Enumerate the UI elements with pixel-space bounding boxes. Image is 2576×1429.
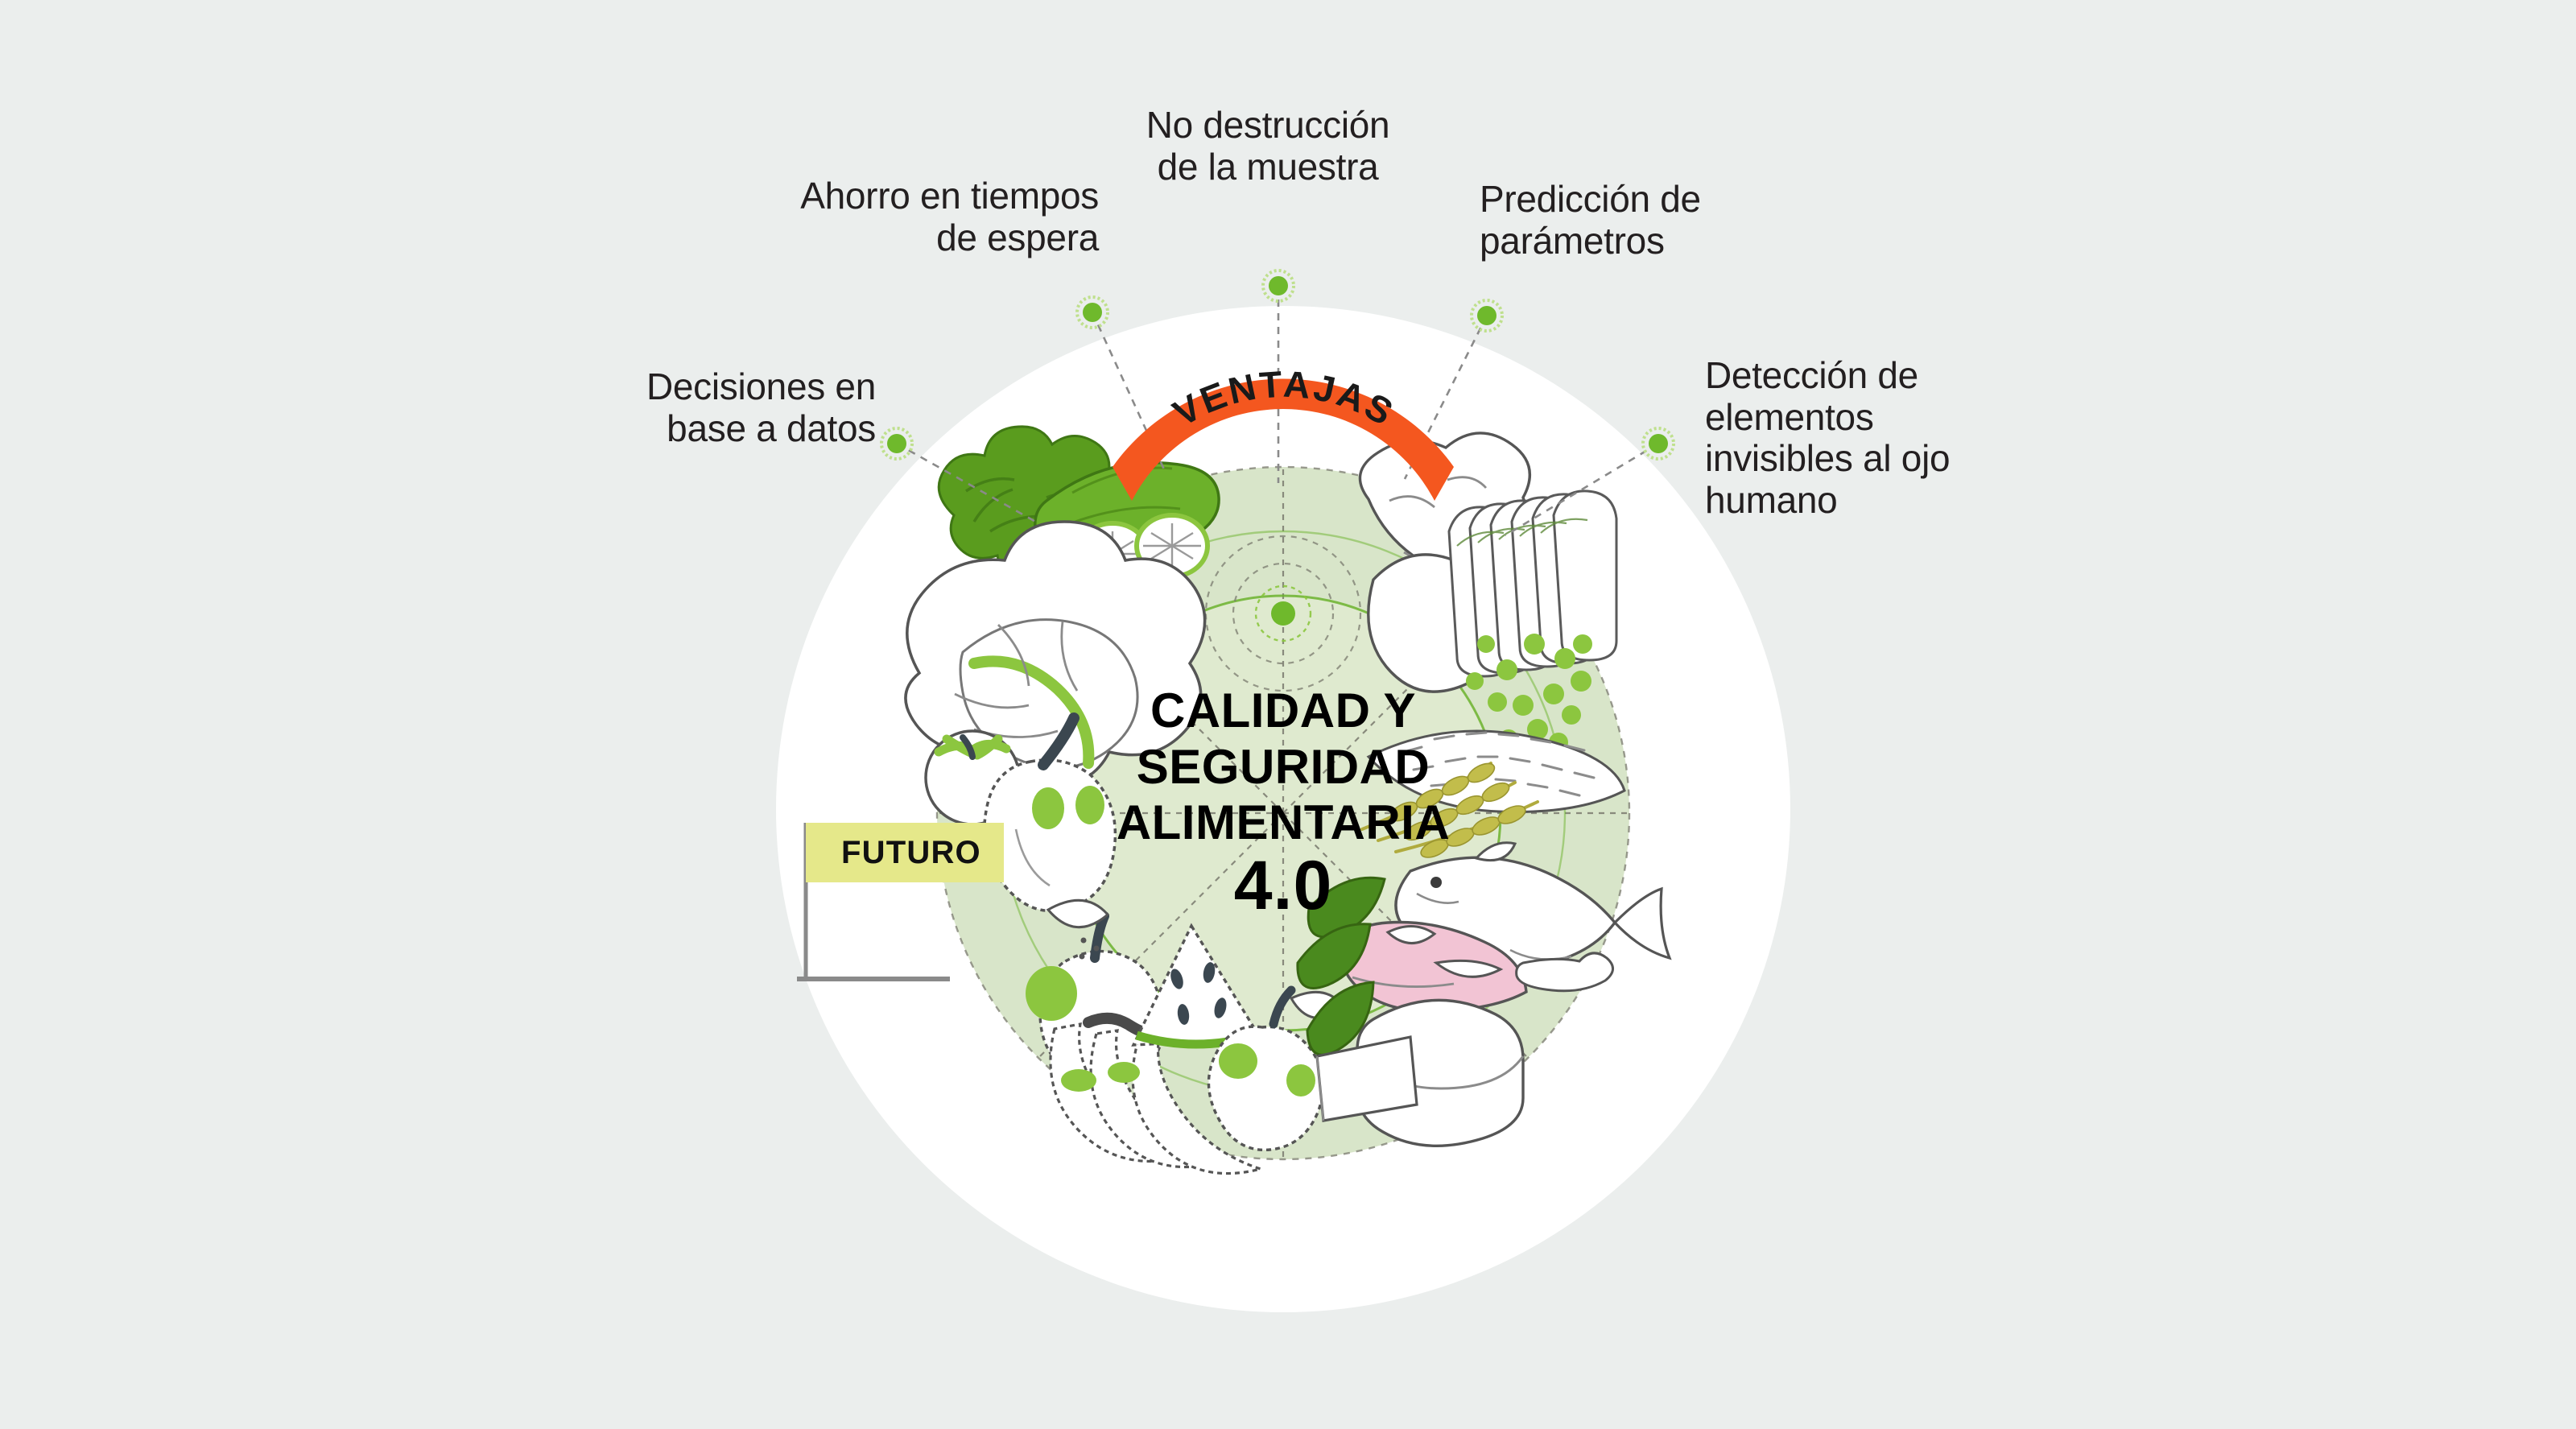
apple-illustration [1207,985,1347,1152]
center-title-number: 4.0 [1233,846,1333,924]
center-title-line2: SEGURIDAD [1136,739,1430,794]
cabbage-illustration [904,520,1207,787]
basil-illustration [1296,876,1386,1056]
callout-label-decisiones: Decisiones en base a datos [646,366,876,449]
futuro-flag-text: FUTURO [841,834,981,870]
callout-label-deteccion: Detección de elementos invisibles al ojo… [1705,354,1951,521]
callout-dots [880,269,1675,461]
bell-pepper-illustration [983,712,1117,913]
futuro-flag-label: FUTURO [806,823,1004,882]
ham-illustration [1341,920,1614,1013]
callout-dot-prediccion [1470,299,1504,332]
callout-dot-ahorro [1075,295,1109,329]
bread-slices-illustration [1447,489,1618,678]
center-hub [1204,535,1362,692]
callout-label-prediccion: Predicción de parámetros [1480,178,1701,262]
callout-dot-deteccion [1641,427,1675,461]
leader-line-ahorro [1091,312,1166,472]
leader-line-deteccion [1505,442,1659,537]
callout-dot-no-destruccion [1261,269,1295,303]
banana-illustration [1049,1012,1265,1175]
food-illustration-group [904,425,1672,1175]
center-title: CALIDAD Y SEGURIDAD ALIMENTARIA 4.0 [1066,683,1501,922]
callout-label-ahorro: Ahorro en tiempos de espera [800,175,1099,258]
wheat-illustration [1360,762,1539,858]
cheese-wheel-illustration [1315,998,1525,1148]
center-title-line1: CALIDAD Y [1150,684,1417,737]
callout-dot-decisiones [880,427,914,461]
callout-label-no-destruccion: No destrucción de la muestra [1146,104,1390,188]
center-title-line3: ALIMENTARIA [1116,795,1451,850]
